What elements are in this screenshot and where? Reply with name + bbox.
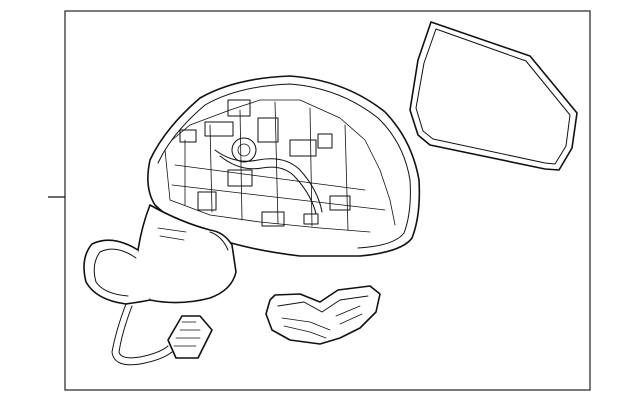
side-mirror-housing-icon[interactable] [136,75,421,304]
turn-signal-lamp-icon[interactable] [265,285,381,345]
wire-connector-icon[interactable] [83,239,213,366]
mirror-glass-icon[interactable] [409,21,578,171]
diagram-frame [64,10,591,391]
